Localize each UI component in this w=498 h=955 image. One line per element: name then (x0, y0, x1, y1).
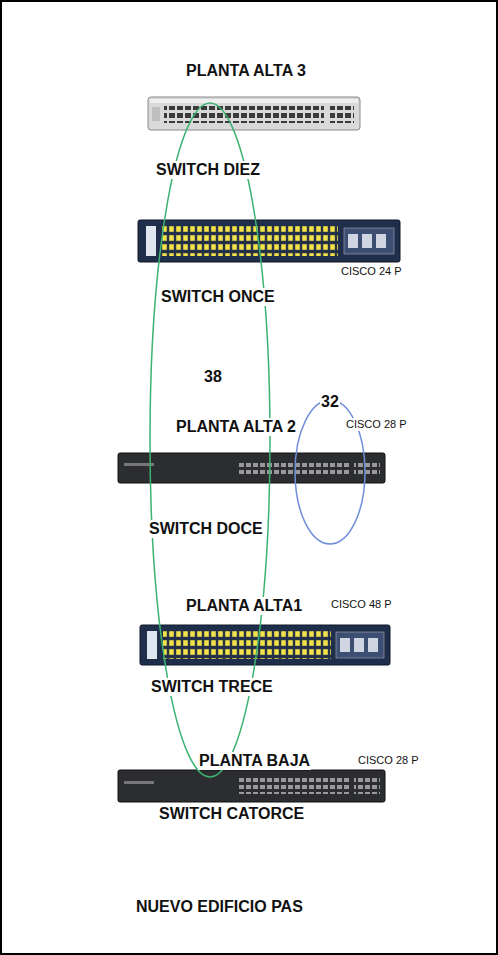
floor-label: PLANTA ALTA1 (185, 597, 303, 615)
switch-navy (138, 220, 400, 262)
callout-number: 32 (320, 393, 340, 411)
model-label: CISCO 28 P (345, 418, 408, 431)
model-label: CISCO 48 P (330, 598, 393, 611)
model-label: CISCO 24 P (340, 265, 403, 278)
switch-name: SWITCH CATORCE (158, 805, 305, 823)
floor-label: PLANTA BAJA (198, 752, 311, 770)
switch-name: SWITCH DIEZ (155, 161, 261, 179)
switch-grey (148, 97, 360, 130)
model-label: CISCO 28 P (357, 754, 420, 767)
floor-label: PLANTA ALTA 2 (175, 418, 297, 436)
caption: NUEVO EDIFICIO PAS (135, 898, 304, 916)
switch-name: SWITCH TRECE (150, 678, 274, 696)
switch-name: SWITCH DOCE (148, 520, 264, 538)
callout-number: 38 (203, 368, 223, 386)
switch-name: SWITCH ONCE (160, 288, 276, 306)
switch-navy (140, 625, 390, 665)
floor-label: PLANTA ALTA 3 (185, 62, 307, 80)
switch-dark (118, 453, 385, 483)
switch-dark (118, 770, 385, 802)
group-ellipse (150, 103, 270, 777)
